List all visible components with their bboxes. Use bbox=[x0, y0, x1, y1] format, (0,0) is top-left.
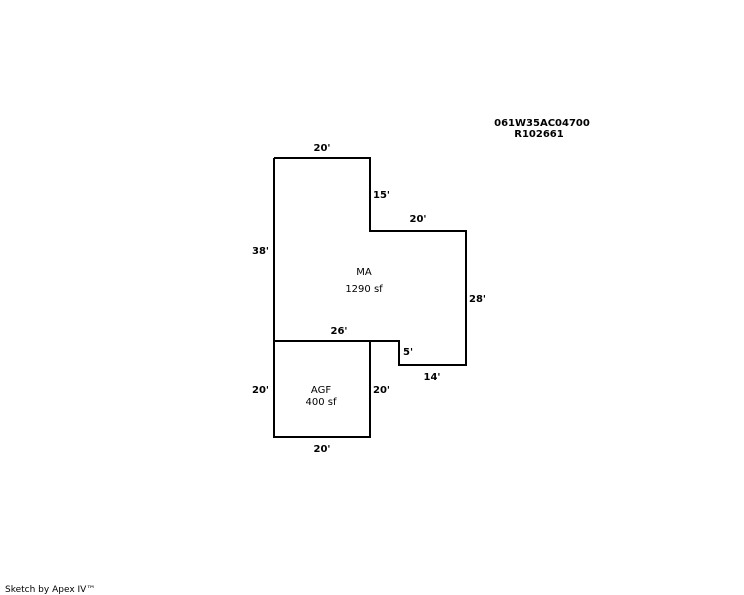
agf-name: AGF bbox=[311, 385, 331, 396]
agf-size: 400 sf bbox=[306, 397, 337, 408]
dim-ma-notch-bottom: 14' bbox=[424, 372, 441, 383]
agf-outline bbox=[273, 340, 371, 438]
dim-agf-left: 20' bbox=[252, 385, 269, 396]
dim-agf-bottom: 20' bbox=[314, 444, 331, 455]
dim-ma-bottom-inner: 26' bbox=[331, 326, 348, 337]
account-number: R102661 bbox=[514, 129, 563, 140]
footer-credit: Sketch by Apex IV™ bbox=[5, 585, 95, 595]
dim-ma-step-horizontal: 20' bbox=[410, 214, 427, 225]
dim-ma-left: 38' bbox=[252, 246, 269, 257]
ma-name: MA bbox=[356, 267, 372, 278]
ma-outline bbox=[273, 157, 467, 366]
dim-ma-right: 28' bbox=[469, 294, 486, 305]
dim-ma-step-vertical: 15' bbox=[373, 190, 390, 201]
parcel-id: 061W35AC04700 bbox=[494, 118, 590, 129]
dim-agf-right: 20' bbox=[373, 385, 390, 396]
dim-ma-top: 20' bbox=[314, 143, 331, 154]
ma-size: 1290 sf bbox=[345, 284, 383, 295]
dim-ma-notch-vertical: 5' bbox=[403, 347, 413, 358]
